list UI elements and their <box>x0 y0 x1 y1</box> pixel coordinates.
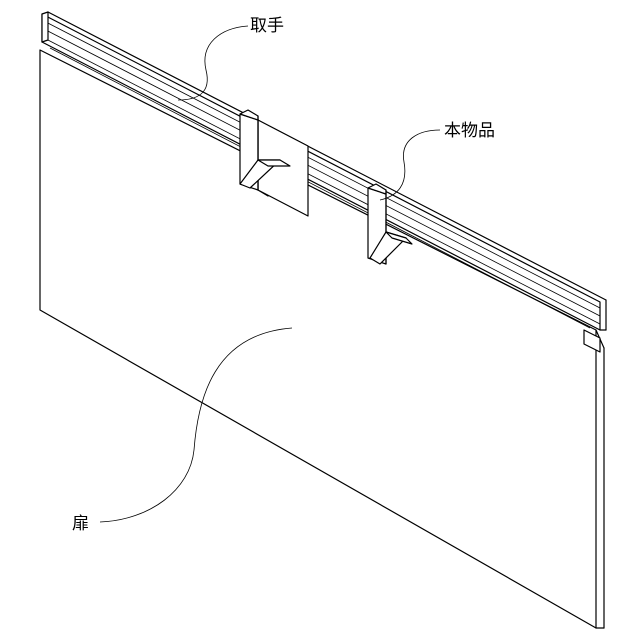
leader-product <box>380 130 440 200</box>
door-panel <box>40 50 604 628</box>
label-door: 扉 <box>72 514 89 534</box>
label-handle: 取手 <box>250 16 284 36</box>
leader-handle <box>178 26 248 100</box>
label-product: 本物品 <box>444 121 495 141</box>
